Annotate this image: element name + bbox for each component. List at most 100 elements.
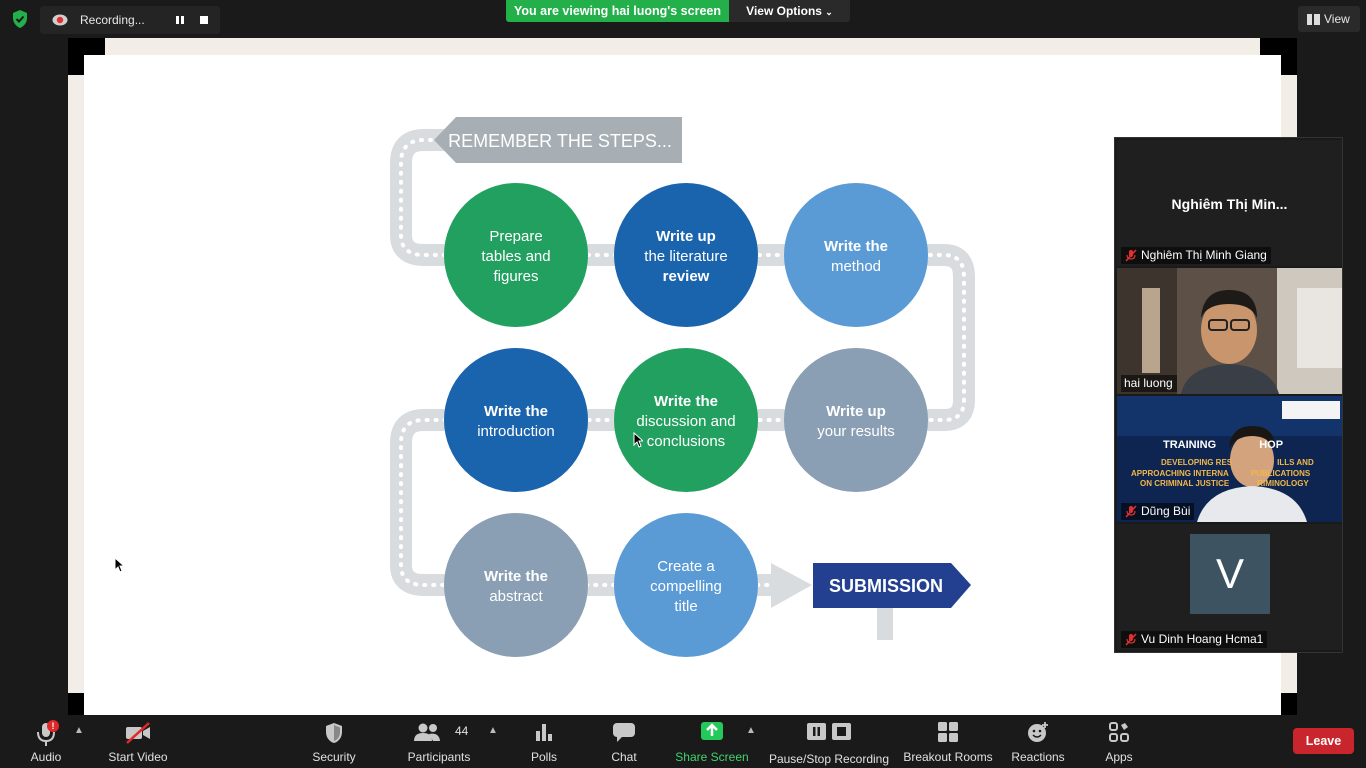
view-button-label: View	[1324, 12, 1350, 26]
stop-recording-icon[interactable]	[200, 16, 208, 24]
step-circle	[614, 513, 758, 657]
security-label: Security	[312, 750, 356, 764]
polls-button[interactable]: Polls	[522, 719, 566, 767]
viewing-screen-banner: You are viewing hai luong's screen	[506, 0, 729, 22]
step-label: Write the	[484, 403, 548, 420]
recording-indicator: Recording...	[40, 6, 220, 34]
chat-bubble-icon	[613, 723, 635, 742]
view-options-button[interactable]: View Options ⌄	[729, 0, 850, 22]
participants-options-caret-icon[interactable]: ▲	[488, 725, 498, 736]
video-off-icon	[126, 722, 150, 744]
top-bar: Recording... You are viewing hai luong's…	[0, 0, 1366, 38]
step-label: review	[663, 268, 710, 285]
recording-label: Recording...	[80, 13, 145, 27]
security-button[interactable]: Security	[303, 719, 365, 767]
participant-name-tag: Dũng Bùi	[1121, 503, 1195, 520]
participant-tile-1[interactable]: Nghiêm Thị Min... Nghiêm Thị Minh Giang	[1117, 140, 1342, 266]
participant-label: Dũng Bùi	[1141, 504, 1191, 518]
mouse-cursor-icon	[114, 557, 124, 573]
share-screen-arrow-icon	[701, 722, 723, 740]
step-label: introduction	[477, 423, 555, 440]
mic-muted-icon	[1125, 249, 1137, 262]
step-circle	[444, 513, 588, 657]
step-circle	[444, 183, 588, 327]
pause-stop-recording-label: Pause/Stop Recording	[768, 752, 890, 766]
step-label: title	[674, 598, 697, 615]
view-options-label: View Options	[746, 4, 822, 18]
presentation-slide: REMEMBER THE STEPS... SUBMISSION Prepare…	[84, 55, 1281, 715]
steps-diagram: REMEMBER THE STEPS... SUBMISSION Prepare…	[390, 117, 975, 657]
mic-muted-icon	[1125, 633, 1137, 646]
remember-banner-text: REMEMBER THE STEPS...	[448, 131, 672, 151]
view-button[interactable]: View	[1298, 6, 1360, 32]
step-label: conclusions	[647, 433, 725, 450]
share-options-caret-icon[interactable]: ▲	[746, 725, 756, 736]
participant-name-display: Nghiêm Thị Min...	[1171, 196, 1288, 212]
step-label: your results	[817, 423, 895, 440]
breakout-rooms-button[interactable]: Breakout Rooms	[903, 719, 993, 767]
grid-view-icon	[1307, 14, 1320, 25]
start-video-button[interactable]: Start Video	[103, 719, 173, 767]
step-label: figures	[493, 268, 538, 285]
participants-icon	[414, 723, 440, 741]
participant-name-tag: Vu Dinh Hoang Hcma1	[1121, 631, 1268, 648]
participant-tile-2[interactable]: hai luong	[1117, 268, 1342, 394]
audio-button[interactable]: ! Audio	[20, 719, 72, 767]
audio-label: Audio	[30, 750, 62, 764]
breakout-rooms-grid-icon	[938, 722, 958, 742]
shared-screen[interactable]: REMEMBER THE STEPS... SUBMISSION Prepare…	[68, 38, 1297, 715]
reactions-label: Reactions	[1011, 750, 1065, 764]
step-label: abstract	[489, 588, 543, 605]
polls-icon	[536, 724, 552, 741]
participant-video-feed	[1117, 268, 1342, 394]
step-label: compelling	[650, 578, 722, 595]
cloud-recording-icon	[52, 14, 68, 26]
reactions-smiley-icon	[1028, 722, 1048, 742]
apps-button[interactable]: Apps	[1097, 719, 1141, 767]
step-label: Write the	[484, 568, 548, 585]
chat-label: Chat	[611, 750, 637, 764]
step-label: discussion and	[636, 413, 735, 430]
apps-icon	[1109, 722, 1129, 742]
reactions-button[interactable]: Reactions	[1008, 719, 1068, 767]
share-screen-label: Share Screen	[675, 750, 749, 764]
encryption-shield-icon[interactable]	[10, 9, 30, 29]
participants-label: Participants	[407, 750, 471, 764]
pause-recording-icon[interactable]	[175, 15, 185, 25]
step-label: tables and	[481, 248, 550, 265]
breakout-rooms-label: Breakout Rooms	[903, 750, 993, 764]
submission-text: SUBMISSION	[829, 576, 943, 596]
participant-name-tag: hai luong	[1121, 375, 1177, 392]
step-label: Write up	[826, 403, 886, 420]
step-label: method	[831, 258, 881, 275]
arrow-right-icon	[771, 563, 812, 608]
share-screen-button[interactable]: Share Screen	[673, 719, 751, 767]
step-circle	[614, 183, 758, 327]
step-circle	[614, 348, 758, 492]
step-circle	[784, 348, 928, 492]
apps-label: Apps	[1105, 750, 1133, 764]
chat-button[interactable]: Chat	[602, 719, 646, 767]
chevron-down-icon: ⌄	[825, 7, 833, 17]
participant-video-feed	[1117, 396, 1342, 522]
step-circle	[444, 348, 588, 492]
avatar: V	[1190, 534, 1270, 614]
pause-stop-icon	[807, 723, 851, 740]
participant-label: Nghiêm Thị Minh Giang	[1141, 248, 1267, 262]
step-label: Prepare	[489, 228, 542, 245]
step-label: Write the	[654, 393, 718, 410]
pause-stop-recording-button[interactable]: Pause/Stop Recording	[768, 719, 890, 767]
participant-video-panel: Nghiêm Thị Min... Nghiêm Thị Minh Giang	[1114, 137, 1343, 653]
slide-top-strip	[105, 38, 1260, 55]
remote-cursor-icon	[633, 432, 643, 448]
participant-tile-4[interactable]: V Vu Dinh Hoang Hcma1	[1117, 524, 1342, 650]
step-label: the literature	[644, 248, 727, 265]
background-banner-title: TRAINING HOP	[1163, 439, 1284, 451]
participants-button[interactable]: 44 Participants	[405, 719, 473, 767]
audio-options-caret-icon[interactable]: ▲	[74, 725, 84, 736]
participant-label: Vu Dinh Hoang Hcma1	[1141, 632, 1264, 646]
participant-name-tag: Nghiêm Thị Minh Giang	[1121, 247, 1271, 264]
leave-button[interactable]: Leave	[1293, 728, 1354, 754]
